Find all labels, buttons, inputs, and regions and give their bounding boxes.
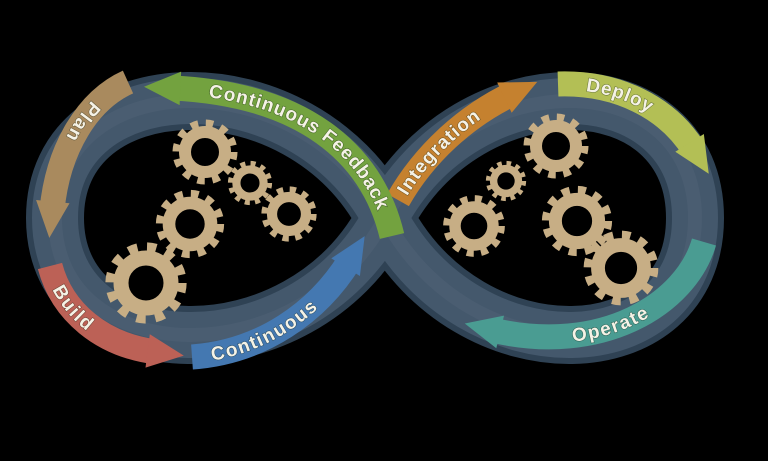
gear-icon xyxy=(448,200,499,251)
arrow-operate xyxy=(464,237,717,350)
gear-icon xyxy=(178,125,232,179)
gear-icon xyxy=(489,164,522,197)
arrow-plan xyxy=(36,70,134,238)
arrow-build xyxy=(37,262,184,368)
gear-icon xyxy=(162,196,219,253)
gear-icon xyxy=(529,119,583,173)
gear-icon xyxy=(548,192,606,250)
arrow-continuous xyxy=(190,236,365,370)
arrow-integration xyxy=(387,81,538,207)
gear-icon xyxy=(590,237,652,299)
arrow-deploy xyxy=(557,71,709,174)
gear-icon xyxy=(232,165,269,202)
stage-arrows xyxy=(36,70,717,370)
gear-icon xyxy=(112,249,180,317)
gear-icon xyxy=(266,191,312,237)
arrow-continuous-feedback xyxy=(144,71,405,240)
